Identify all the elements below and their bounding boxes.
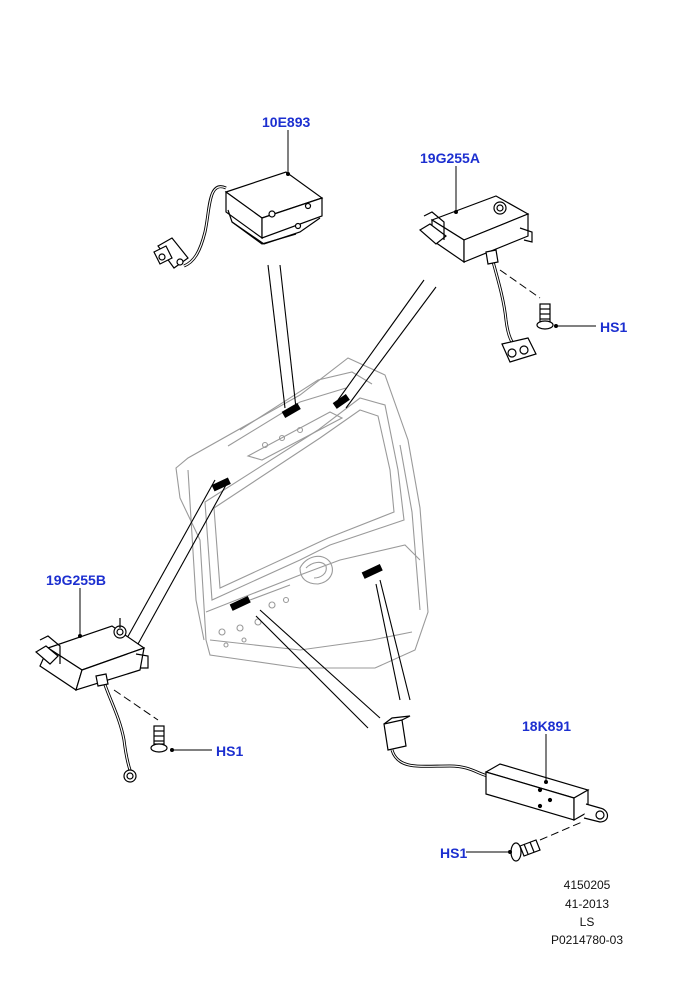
callout-module-top[interactable]: 10E893 — [262, 114, 311, 130]
leader-lines — [125, 264, 437, 729]
bolt-bottom — [510, 839, 541, 862]
module-left-part — [34, 618, 149, 783]
tailgate-outline — [175, 357, 429, 669]
bolt-left — [150, 725, 168, 753]
module-top-part — [153, 171, 324, 269]
mount-marks — [211, 393, 383, 611]
module-top-leader-dot — [286, 172, 290, 176]
fastener-right-leader-dot — [554, 324, 558, 328]
fastener-bottom-leader-dot — [508, 850, 512, 854]
module-right-part — [418, 195, 537, 363]
antenna-fastener-dash — [539, 821, 583, 841]
footer-code-3: LS — [579, 915, 595, 929]
module-right-leader-dot — [454, 210, 458, 214]
antenna-leader-dot — [544, 780, 548, 784]
callout-fastener-left[interactable]: HS1 — [216, 743, 244, 759]
callout-antenna[interactable]: 18K891 — [522, 718, 572, 734]
footer-code-1: 4150205 — [563, 878, 611, 892]
module-right-fastener-dash — [499, 269, 541, 299]
module-left-fastener-dash — [113, 689, 159, 721]
fastener-left-leader-dot — [170, 748, 174, 752]
callout-module-left[interactable]: 19G255B — [46, 572, 106, 588]
callout-fastener-bottom[interactable]: HS1 — [440, 845, 468, 861]
callout-fastener-right[interactable]: HS1 — [600, 319, 628, 335]
callout-module-right[interactable]: 19G255A — [420, 150, 480, 166]
bolt-right — [536, 303, 554, 330]
module-left-leader-dot — [78, 634, 82, 638]
footer-code-2: 41-2013 — [564, 897, 610, 911]
footer-code-4: P0214780-03 — [550, 933, 624, 947]
antenna-part — [383, 715, 609, 823]
